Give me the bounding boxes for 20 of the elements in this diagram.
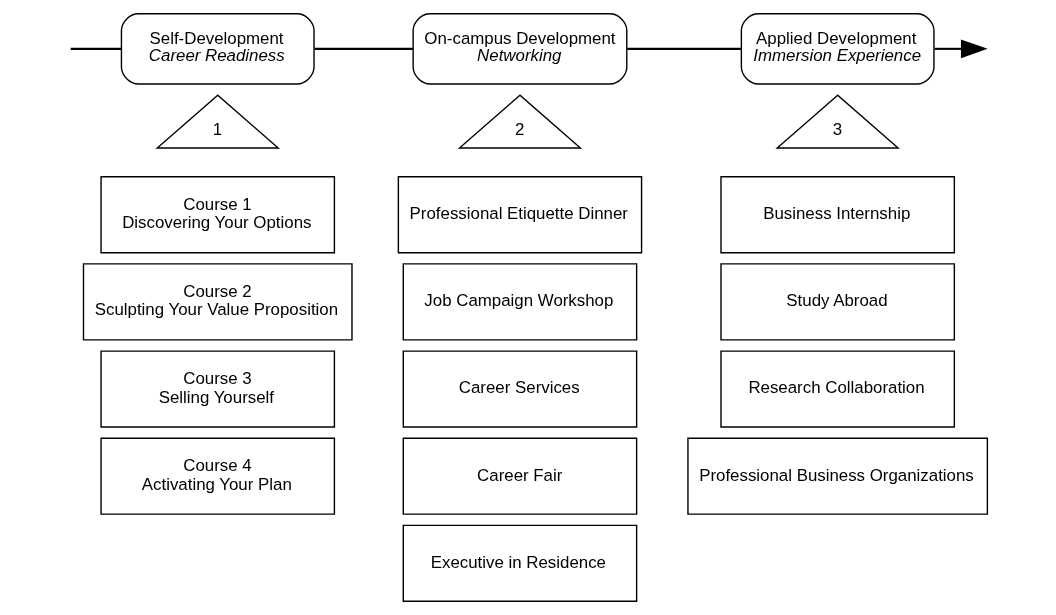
node-box: Business Internship [719, 176, 955, 254]
node-box: Applied Development Immersion Experience [740, 13, 935, 85]
node-box: Course 3 Selling Yourself [99, 350, 335, 428]
node-box: Research Collaboration [719, 350, 955, 428]
node-box: Job Campaign Workshop [402, 263, 637, 341]
node-box: Professional Business Organizations [686, 437, 988, 515]
node-box: Executive in Residence [402, 524, 637, 602]
node-box: Study Abroad [719, 263, 955, 341]
arrow [934, 39, 988, 59]
node-box: Course 1 Discovering Your Options [99, 176, 335, 254]
node-box: Career Fair [402, 437, 637, 515]
node-box: Course 4 Activating Your Plan [99, 437, 335, 515]
node-box: Career Services [402, 350, 637, 428]
connector [626, 47, 741, 50]
node-box: Course 2 Sculpting Your Value Proposition [82, 263, 353, 341]
node-box: On-campus Development Networking [411, 13, 627, 85]
connector [70, 47, 121, 50]
node-box: Self-Development Career Readiness [120, 13, 315, 85]
connector [314, 47, 413, 50]
node-box: Professional Etiquette Dinner [397, 176, 642, 254]
